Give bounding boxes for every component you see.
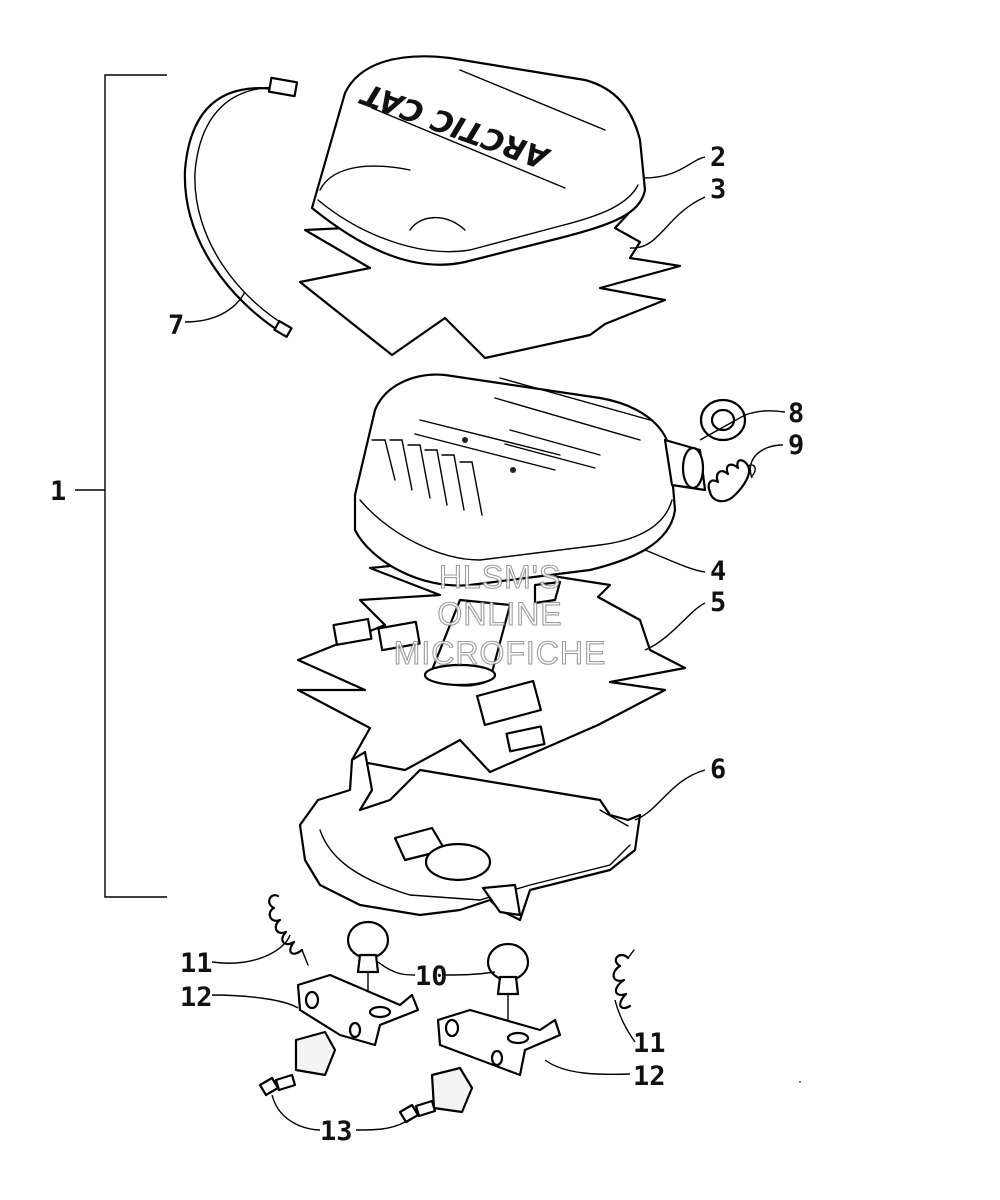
leader-9 [749,444,784,479]
top-cover-part: ARCTIC CAT [310,55,647,266]
right-spring-part [612,949,635,1010]
leader-5 [644,602,706,651]
leader-4 [644,549,706,573]
right-bracket-part [436,1008,562,1077]
callout-5: 5 [710,587,726,618]
base-part [298,750,642,922]
stray-dot [799,1081,801,1083]
leader-13b [355,1121,406,1131]
left-spring-part [268,894,309,966]
watermark: HLSM'S ONLINE MICROFICHE [393,558,607,671]
callout-7: 7 [168,310,184,341]
leader-10b [444,971,496,976]
callout-2: 2 [710,142,726,173]
leader-11b [614,999,636,1043]
leader-3 [629,196,706,249]
left-bracket-part [296,973,420,1047]
leader-6 [634,769,706,821]
leader-10a [377,961,416,976]
callout-11-left: 11 [180,948,213,979]
callout-3: 3 [710,174,726,205]
leader-12b [544,1059,631,1076]
muffler-part [353,373,707,687]
callout-10: 10 [415,961,448,992]
leader-8 [699,410,786,441]
callout-4: 4 [710,556,726,587]
callout-12-right: 12 [633,1061,666,1092]
wire-part [183,76,299,338]
watermark-line-1: HLSM'S [439,559,561,595]
grommet-part [699,398,747,442]
gasket-hole [476,679,542,727]
callout-1: 1 [50,476,66,507]
callout-11-right: 11 [633,1028,666,1059]
leader-7 [184,291,246,323]
callout-12-left: 12 [180,982,213,1013]
right-knob-part [486,942,530,1036]
gasket-hole [377,620,421,652]
watermark-line-3: MICROFICHE [394,635,607,671]
leader-2 [642,156,706,179]
leader-12a [211,994,299,1009]
assembly-bracket [104,74,167,898]
callout-9: 9 [788,430,804,461]
gasket-hole [332,617,373,646]
right-bolt-part [398,1099,437,1124]
callout-8: 8 [788,398,804,429]
leader-13a [271,1094,321,1131]
gasket-hole [505,725,546,753]
callout-6: 6 [710,754,726,785]
watermark-line-2: ONLINE [437,596,562,632]
left-bolt-part [258,1073,297,1097]
leader-11a [211,934,291,964]
right-washer-part [430,1066,474,1114]
left-washer-part [294,1030,337,1077]
callout-13: 13 [320,1116,353,1147]
spring-part [707,459,756,503]
